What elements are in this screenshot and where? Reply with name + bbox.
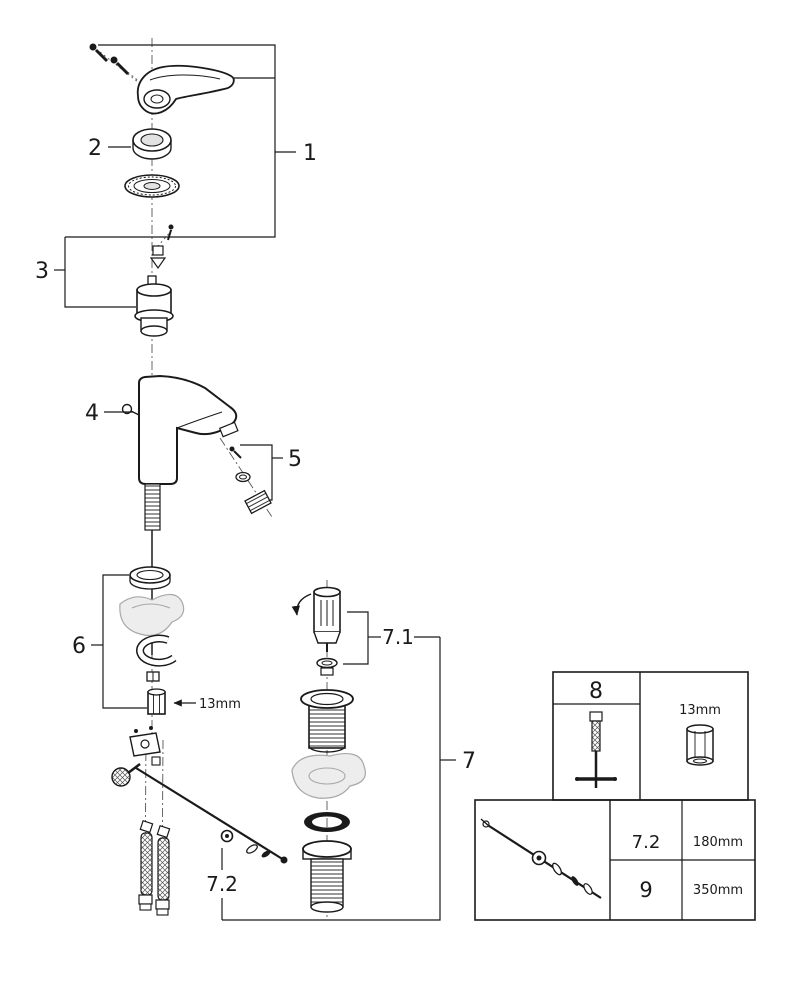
callout-7-1: 7.1: [382, 625, 414, 649]
table-cell-part-9: 9: [639, 878, 652, 902]
callout-labels: 1 2 3 4 5 6 7 7.1 7.2 13mm: [35, 136, 476, 896]
mounting-set-drawing: [119, 566, 185, 715]
callout-3: 3: [35, 259, 49, 284]
callout-7-2: 7.2: [206, 872, 238, 896]
callout-1: 1: [303, 141, 317, 166]
aerator-parts-drawing: [229, 446, 272, 515]
faucet-body-drawing: [121, 374, 239, 655]
cartridge-drawing: [134, 224, 174, 337]
table-cell-length-350: 350mm: [693, 883, 743, 898]
rod-inset-box: 7.2 180mm 9 350mm: [474, 799, 756, 921]
drain-body-drawing: [291, 689, 366, 913]
inset-part8-label: 8: [589, 679, 603, 704]
wrench-size-label: 13mm: [199, 697, 241, 712]
popup-plunger-drawing: [291, 586, 341, 676]
callout-6: 6: [72, 634, 86, 659]
table-cell-length-180: 180mm: [693, 835, 743, 850]
tool-inset-box: 8 13mm: [552, 671, 749, 801]
handle-screws-drawing: [89, 43, 235, 115]
escutcheon-drawing: [124, 174, 180, 198]
service-tool-drawing: [575, 711, 617, 788]
supply-hoses-drawing: [138, 819, 171, 916]
inset-socket-size-label: 13mm: [679, 703, 721, 718]
callout-2: 2: [88, 136, 102, 161]
callout-7: 7: [462, 749, 476, 774]
centerlines: [99, 38, 328, 918]
rod-drawing: [480, 818, 602, 899]
callout-4: 4: [85, 401, 99, 426]
cap-ring-drawing: [132, 128, 172, 160]
callout-5: 5: [288, 447, 302, 472]
callout-brackets: [54, 44, 456, 921]
lift-rod-drawing: [111, 726, 288, 864]
table-cell-part-7-2: 7.2: [632, 832, 661, 853]
socket-tool-drawing: [686, 724, 714, 766]
